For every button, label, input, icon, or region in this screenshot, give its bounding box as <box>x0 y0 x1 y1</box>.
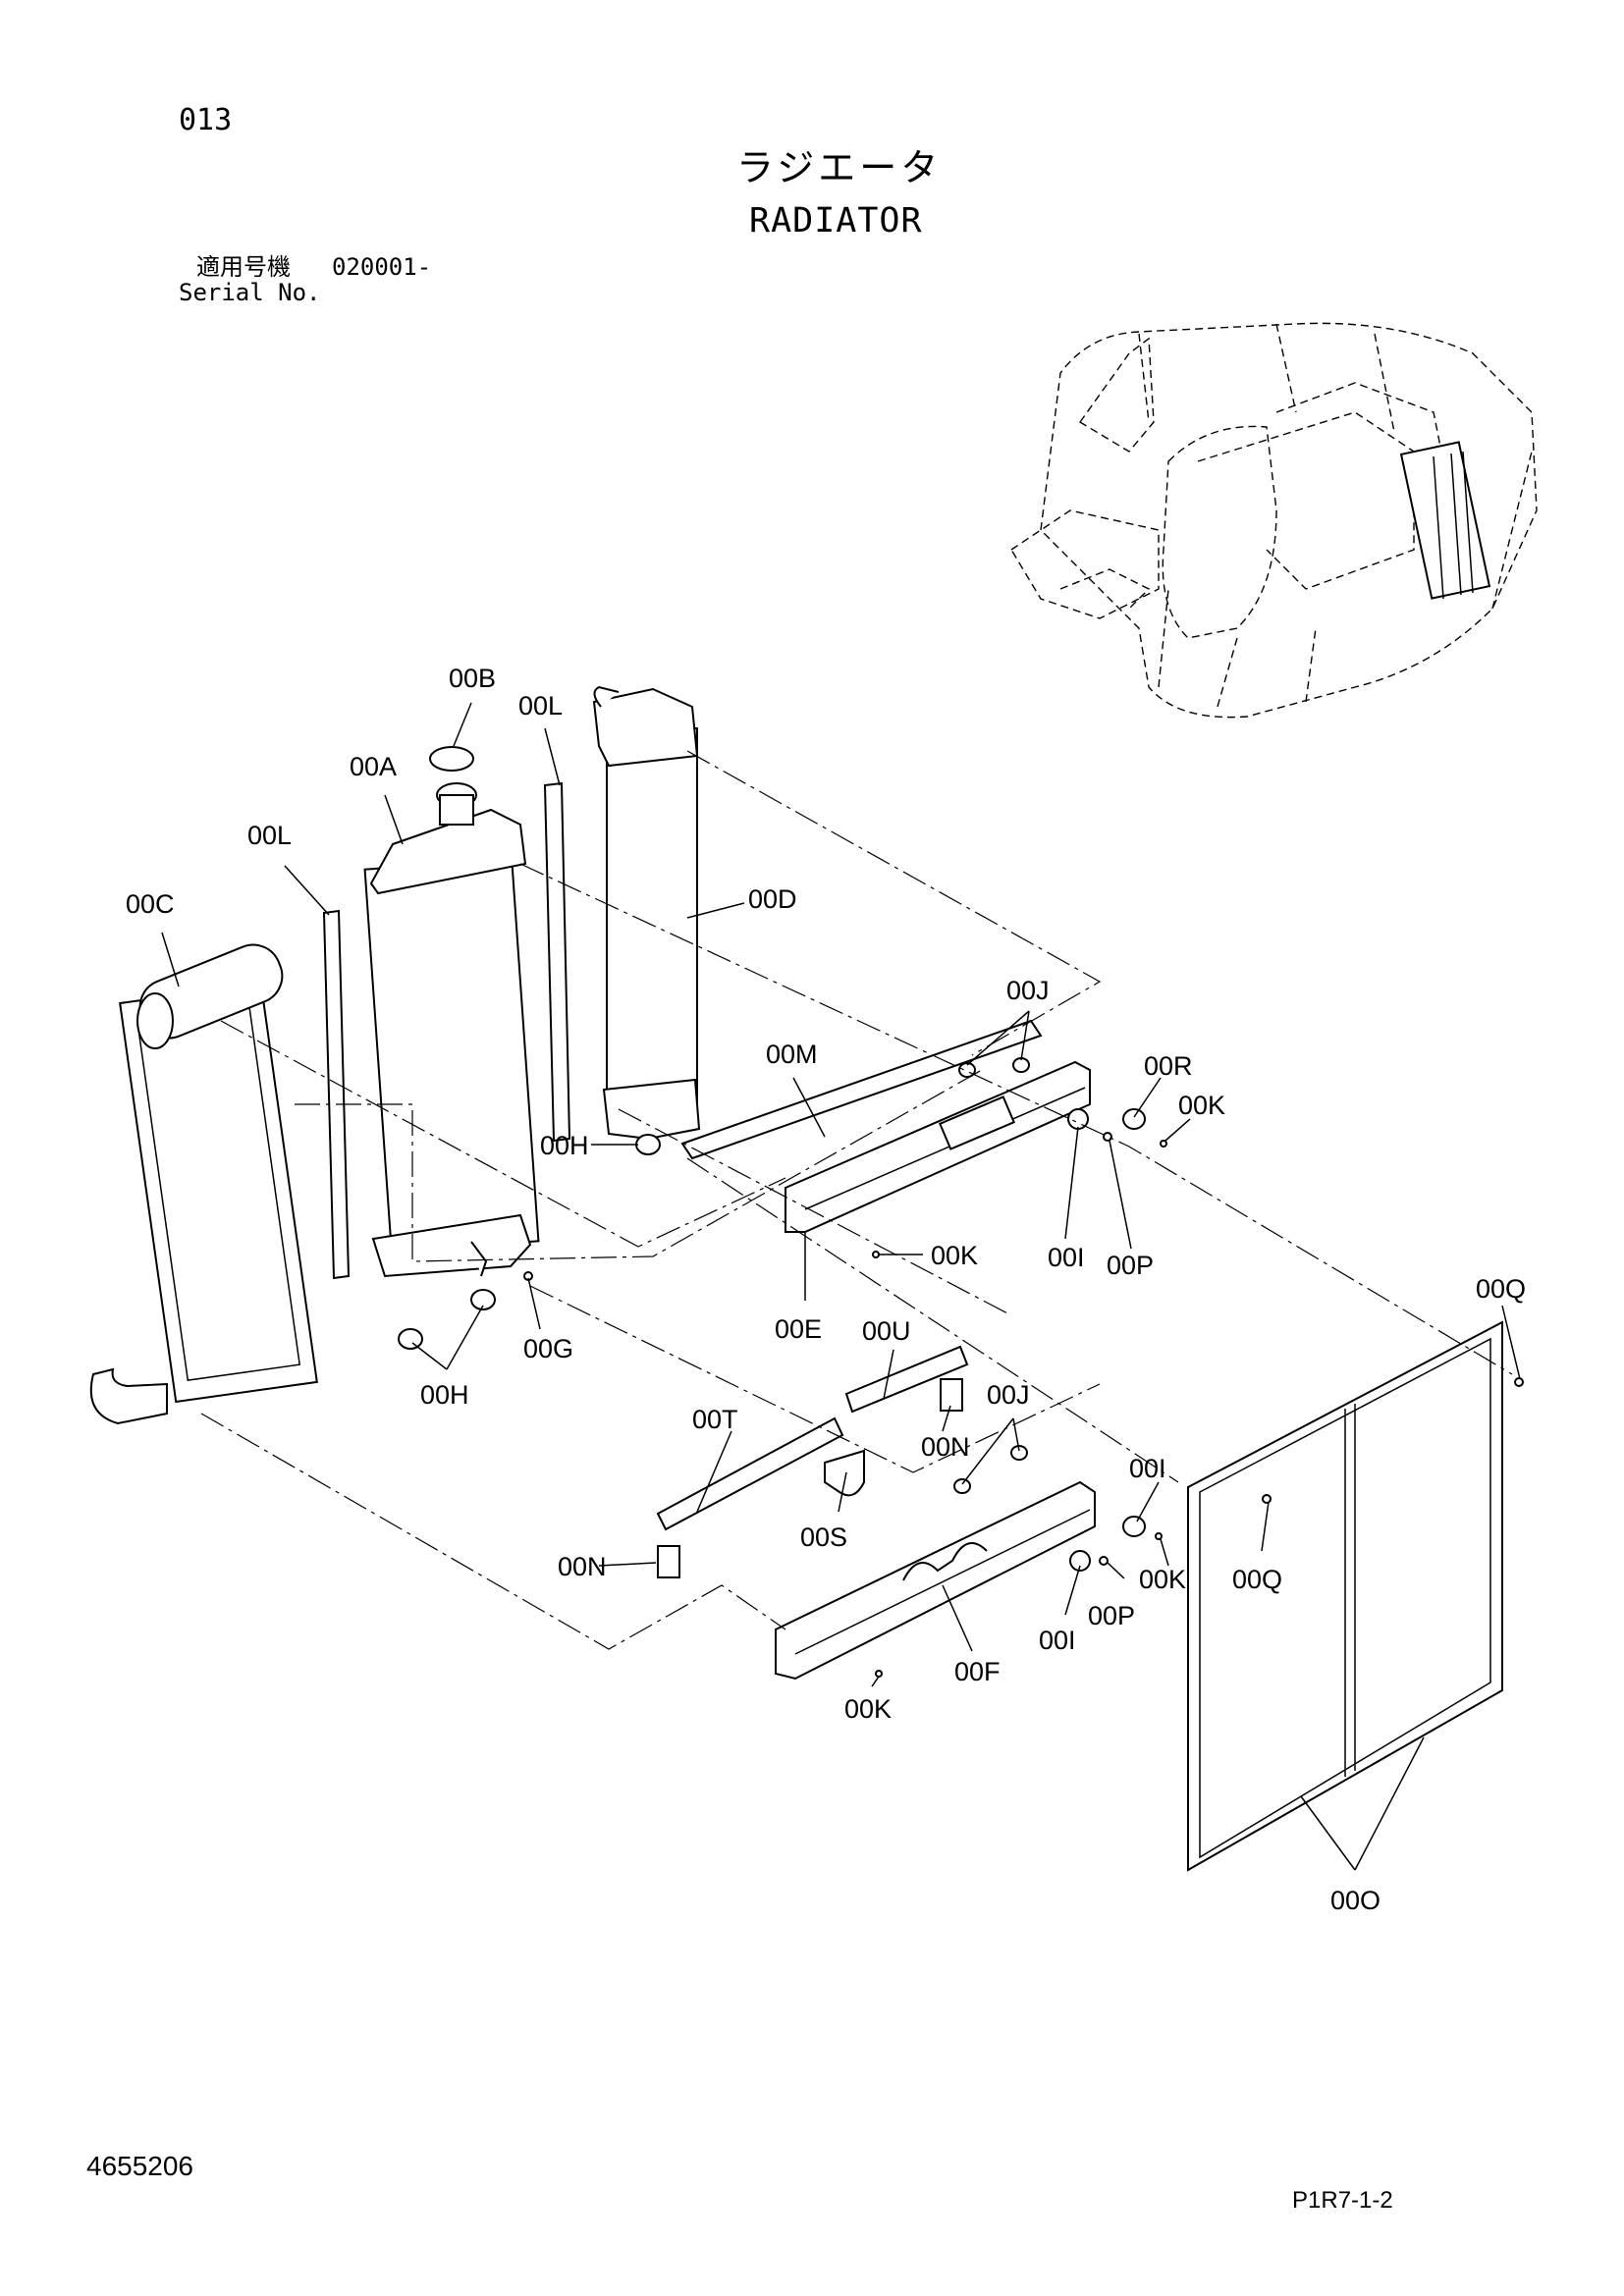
part-00c-cooler <box>89 943 318 1425</box>
callout-00o: 00O <box>1330 1886 1380 1915</box>
callout-00n-lower: 00N <box>558 1552 607 1581</box>
callout-00b: 00B <box>449 664 496 693</box>
callout-00s: 00S <box>800 1522 847 1552</box>
callout-00h-upper: 00H <box>540 1131 589 1160</box>
callout-00i-lower: 00I <box>1039 1626 1076 1655</box>
callout-00c: 00C <box>126 889 175 919</box>
callout-00t: 00T <box>692 1405 738 1434</box>
callout-00k-lower-right: 00K <box>1139 1565 1186 1594</box>
callout-00d: 00D <box>748 884 797 914</box>
callout-00a: 00A <box>350 752 397 781</box>
callout-00n-upper: 00N <box>921 1432 970 1462</box>
callout-00g: 00G <box>523 1334 573 1363</box>
part-00l-seal-right <box>543 781 571 1143</box>
serial-label-english: Serial No. <box>179 279 321 306</box>
part-00t-strip <box>656 1416 844 1531</box>
title-english: RADIATOR <box>749 201 923 240</box>
callout-00i-upper: 00I <box>1048 1243 1085 1272</box>
callout-00l-lower: 00L <box>247 821 292 850</box>
page-number: 013 <box>179 103 233 137</box>
document-number: 4655206 <box>86 2151 194 2181</box>
callout-00p-lower: 00P <box>1088 1601 1135 1630</box>
callout-00h-lower: 00H <box>420 1380 469 1410</box>
part-00a-radiator <box>363 746 540 1278</box>
assembly-centerlines <box>200 750 1513 1650</box>
machine-location-illustration <box>1010 322 1538 719</box>
callout-00k-right: 00K <box>1178 1091 1225 1120</box>
part-00l-seal-left <box>322 909 351 1280</box>
page-reference: P1R7-1-2 <box>1292 2187 1393 2214</box>
part-00u-strip <box>844 1345 969 1414</box>
callout-00j-lower: 00J <box>987 1380 1030 1410</box>
callout-00q-lower: 00Q <box>1232 1565 1282 1594</box>
part-00d-intercooler <box>592 685 701 1141</box>
callout-00u: 00U <box>862 1316 911 1346</box>
callout-00p-upper: 00P <box>1107 1251 1154 1280</box>
callout-00m: 00M <box>766 1040 818 1069</box>
serial-number-value: 020001- <box>332 253 432 281</box>
callout-00q-upper: 00Q <box>1476 1274 1526 1304</box>
part-00n-pad-upper <box>940 1378 963 1412</box>
callout-labels: 00B 00L 00A 00L 00C 00D 00J 00M 00R 00K … <box>126 664 1526 1915</box>
part-00e-upper-bracket <box>785 1060 1091 1233</box>
serial-label-japanese: 適用号機 <box>196 253 291 281</box>
part-00s-clamp <box>824 1449 865 1497</box>
callout-00l-upper: 00L <box>518 691 563 721</box>
part-00m-seal-strip <box>680 1019 1043 1160</box>
part-00f-lower-bracket <box>775 1480 1096 1681</box>
callout-00k-mid: 00K <box>931 1241 978 1270</box>
callout-00i-mid: 00I <box>1129 1454 1166 1483</box>
callout-00j-upper: 00J <box>1006 976 1050 1005</box>
part-00n-pad-lower <box>657 1545 680 1578</box>
callout-00f: 00F <box>954 1657 1001 1686</box>
callout-00k-bottom: 00K <box>844 1694 892 1724</box>
callout-00e: 00E <box>775 1314 822 1344</box>
leader-lines <box>161 702 1521 1871</box>
part-00o-screen <box>1187 1320 1503 1872</box>
title-japanese: ラジエータ <box>736 146 943 189</box>
callout-00r: 00R <box>1144 1051 1193 1081</box>
